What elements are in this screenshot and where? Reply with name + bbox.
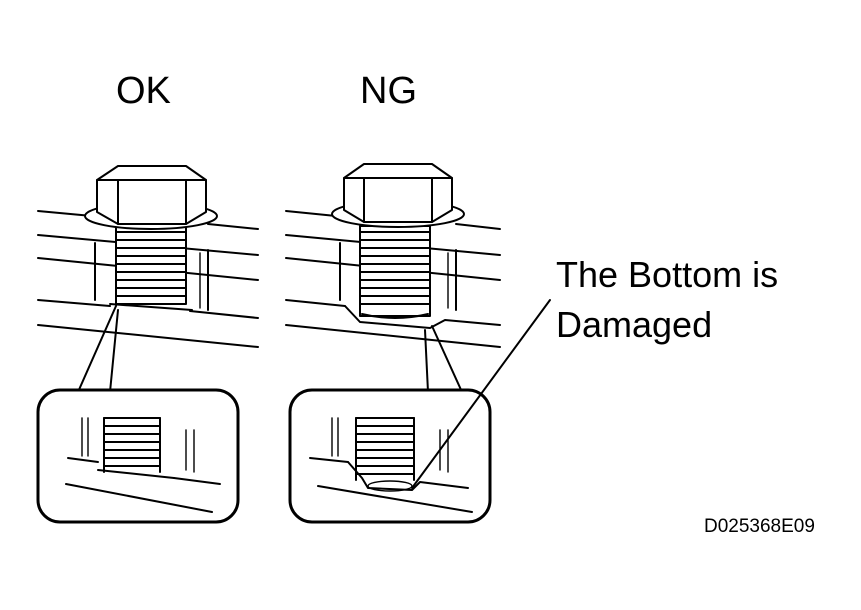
callout-text-line-1: The Bottom is — [556, 254, 779, 295]
ng-bolt-illustration — [285, 163, 501, 393]
ok-label: OK — [116, 70, 171, 112]
ng-bolt-shank — [359, 225, 431, 319]
ok-detail-box — [36, 388, 240, 524]
ng-label: NG — [360, 70, 417, 112]
ok-bolt-head — [96, 165, 207, 225]
callout-leader-line — [411, 299, 551, 489]
figure-code: D025368E09 — [704, 516, 815, 537]
ok-bolt-shank — [109, 225, 193, 311]
ok-bolt-illustration — [37, 165, 259, 393]
ng-detail-box — [288, 388, 492, 524]
ng-bolt-head — [343, 163, 453, 223]
callout-text-line-2: Damaged — [556, 304, 713, 345]
